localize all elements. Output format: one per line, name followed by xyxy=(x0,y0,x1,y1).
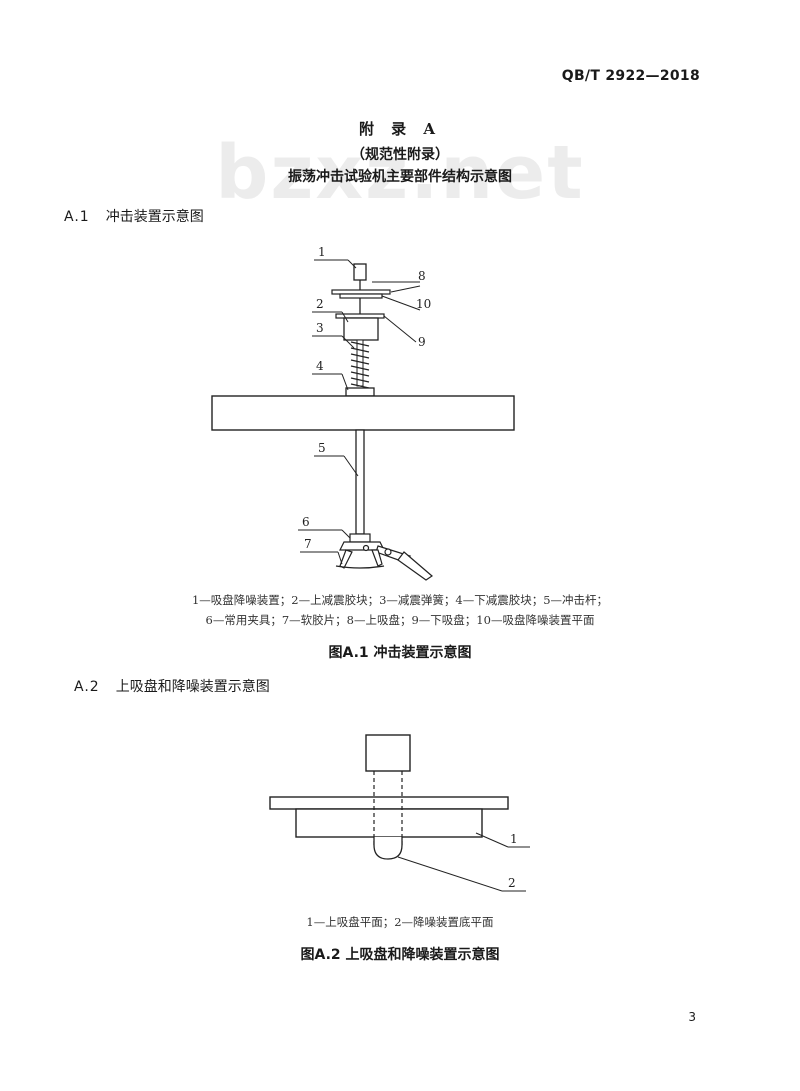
noise-reduction-block xyxy=(295,808,483,838)
section-a1-heading: A.1 冲击装置示意图 xyxy=(64,206,204,226)
figure-a1-caption: 图A.1 冲击装置示意图 xyxy=(328,645,472,661)
section-a1-title: 冲击装置示意图 xyxy=(105,209,204,225)
upper-rubber-block xyxy=(343,317,379,341)
shaft-tip xyxy=(373,837,403,860)
callout-a2-1: 1 xyxy=(510,832,518,846)
section-a2-title: 上吸盘和降噪装置示意图 xyxy=(115,679,270,695)
page-number: 3 xyxy=(688,1010,696,1024)
base-platform xyxy=(211,395,515,431)
damping-spring xyxy=(350,341,370,389)
figure-a1-legend-line2: 6—常用夹具；7—软胶片；8—上吸盘；9—下吸盘；10—吸盘降噪装置平面 xyxy=(205,613,595,627)
impact-rod xyxy=(355,429,365,535)
soft-rubber-sheet xyxy=(335,565,385,569)
section-a2-number: A.2 xyxy=(74,679,100,695)
callout-5: 5 xyxy=(318,441,326,455)
callout-10: 10 xyxy=(416,297,431,311)
section-a2-heading: A.2 上吸盘和降噪装置示意图 xyxy=(74,676,270,696)
appendix-heading: 振荡冲击试验机主要部件结构示意图 xyxy=(288,169,512,185)
callout-9: 9 xyxy=(418,335,426,349)
watermark: bzxz.net xyxy=(215,130,585,216)
suction-noise-reduction-knob xyxy=(353,263,367,281)
section-a1-number: A.1 xyxy=(64,209,90,225)
figure-a2-legend: 1—上吸盘平面；2—降噪装置底平面 xyxy=(306,915,494,929)
figure-a2-suction-noise-device: 1 2 xyxy=(269,734,530,892)
callout-6: 6 xyxy=(302,515,310,529)
standard-code: QB/T 2922—2018 xyxy=(561,68,700,84)
callout-4: 4 xyxy=(316,359,324,373)
appendix-subtitle: （规范性附录） xyxy=(351,147,449,163)
callout-a2-2: 2 xyxy=(508,876,516,890)
callout-3: 3 xyxy=(316,321,324,335)
upper-suction-plane xyxy=(269,796,509,810)
callout-8: 8 xyxy=(418,269,426,283)
figure-a1-impact-device: 1 2 3 4 5 6 7 8 9 10 xyxy=(211,245,515,581)
callout-7: 7 xyxy=(304,537,312,551)
clamp-fixture xyxy=(339,533,433,581)
callout-1: 1 xyxy=(318,245,326,259)
hidden-shaft xyxy=(373,771,403,845)
figure-a2-caption: 图A.2 上吸盘和降噪装置示意图 xyxy=(300,947,500,963)
lower-rubber-block xyxy=(345,387,375,397)
upper-suction-plate xyxy=(331,289,391,295)
top-block xyxy=(365,734,411,772)
callout-2: 2 xyxy=(316,297,324,311)
appendix-title: 附 录 A xyxy=(358,120,442,138)
figure-a1-legend-line1: 1—吸盘降噪装置；2—上减震胶块；3—减震弹簧；4—下减震胶块；5—冲击杆； xyxy=(191,593,609,607)
noise-reduction-plane xyxy=(339,293,383,299)
